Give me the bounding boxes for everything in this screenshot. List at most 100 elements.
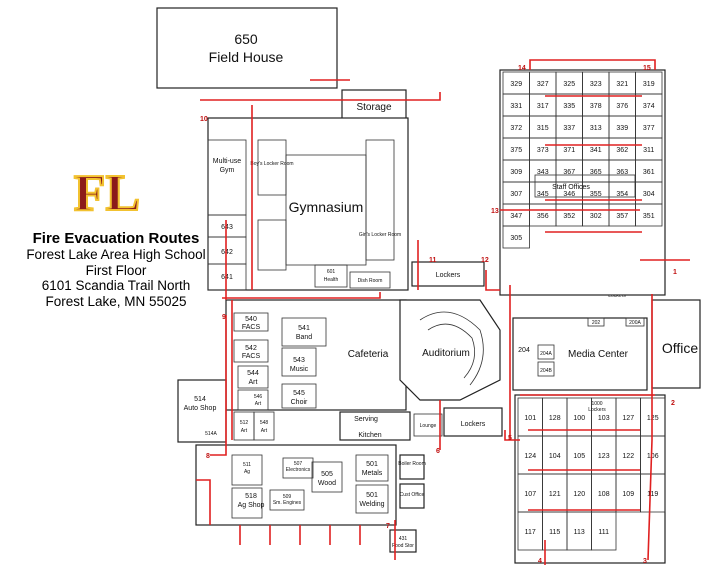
room-346-label: 346: [563, 191, 575, 198]
room-540-label: 540: [245, 316, 257, 323]
dish-room: [349, 271, 391, 289]
room-109-label: 109: [622, 491, 634, 498]
room-511-label: 511: [243, 462, 251, 468]
room-354-label: 354: [616, 191, 628, 198]
room-642-label: 642: [221, 249, 233, 256]
lockers-1000-label: Lockers: [588, 407, 606, 413]
cafeteria-label: Cafeteria: [348, 349, 389, 360]
room-123-label: 123: [598, 453, 610, 460]
multi-use-gym-label-1: Multi-use: [213, 158, 242, 165]
room-352-label: 352: [563, 213, 575, 220]
room-119: [640, 473, 666, 513]
facs-2-label: FACS: [242, 353, 261, 360]
auditorium-seating: [419, 311, 484, 386]
room-542-label: 542: [245, 345, 257, 352]
room-362-label: 362: [616, 147, 628, 154]
title-line-2: First Floor: [85, 262, 147, 278]
exit-markers: 1 2 3 4 5 6 7 8 9 10 11 12 13 14 15: [200, 65, 677, 565]
exit-14: 14: [518, 65, 526, 72]
room-544-label: 544: [247, 370, 259, 377]
dish-room-label: Dish Room: [358, 278, 383, 284]
storage-room: [341, 89, 407, 121]
room-106-label: 106: [647, 453, 659, 460]
room-511: [231, 454, 263, 486]
staff-offices: [534, 174, 636, 198]
room-501-welding: [355, 484, 389, 514]
exit-3: 3: [643, 558, 647, 565]
room-501a-label: 501: [366, 461, 378, 468]
title-line-3: 6101 Scandia Trail North: [41, 278, 191, 293]
room-302-label: 302: [590, 213, 602, 220]
room-101-label: 101: [524, 415, 536, 422]
room-204a: [537, 344, 555, 360]
room-200a-label: 200A: [629, 320, 641, 326]
music-label: Music: [290, 366, 309, 373]
exit-9: 9: [222, 314, 226, 321]
logo-letters: FL: [74, 165, 140, 220]
room-507-label: 507: [294, 461, 303, 467]
room-518: [231, 487, 263, 519]
lockers-2000-label: Lockers: [608, 293, 626, 299]
media-center: [512, 317, 648, 391]
field-house-label: Field House: [209, 49, 284, 65]
room-341-label: 341: [590, 147, 602, 154]
kitchen-label: Kitchen: [358, 432, 381, 439]
room-327-label: 327: [537, 81, 549, 88]
room-357-label: 357: [616, 213, 628, 220]
boys-locker-room-2: [257, 219, 287, 271]
room-541-label: 541: [298, 325, 310, 332]
room-505: [311, 461, 343, 493]
exit-6: 6: [436, 448, 440, 455]
room-518-label: 518: [245, 493, 257, 500]
room-501-metals: [355, 454, 389, 482]
room-127-label: 127: [622, 415, 634, 422]
boiler-room: [399, 454, 425, 480]
room-202: [587, 317, 605, 327]
wood-label: Wood: [318, 480, 336, 487]
room-113-label: 113: [574, 529, 585, 536]
room-325-label: 325: [563, 81, 575, 88]
room-345-label: 345: [537, 191, 549, 198]
media-center-label: Media Center: [568, 349, 629, 360]
room-514-label: 514: [194, 396, 206, 403]
room-107-label: 107: [524, 491, 536, 498]
exit-15: 15: [643, 65, 651, 72]
room-514a-label: 514A: [205, 431, 217, 437]
south-wing: [514, 394, 666, 564]
room-641-label: 641: [221, 274, 233, 281]
exit-12: 12: [481, 257, 489, 264]
room-1000-label: 1000: [591, 401, 602, 407]
welding-label: Welding: [359, 501, 384, 508]
room-501b-label: 501: [366, 492, 378, 499]
title-line-1: Forest Lake Area High School: [26, 247, 206, 262]
room-202-label: 202: [592, 320, 601, 326]
exit-13: 13: [491, 208, 499, 215]
room-335-label: 335: [563, 103, 575, 110]
room-372-label: 372: [510, 125, 522, 132]
room-124-label: 124: [524, 453, 536, 460]
room-512: [233, 411, 255, 441]
boiler-label: Boiler Room: [398, 461, 426, 467]
room-541: [281, 317, 327, 347]
room-431-label: 431: [399, 536, 408, 542]
room-204b: [537, 361, 555, 377]
room-311-label: 311: [643, 147, 654, 154]
room-509: [269, 489, 305, 511]
room-105-label: 105: [573, 453, 585, 460]
field-house-number: 650: [234, 31, 258, 47]
room-363-label: 363: [616, 169, 628, 176]
room-375-label: 375: [510, 147, 522, 154]
exit-10: 10: [200, 116, 208, 123]
boys-locker-label: Boy's Locker Room: [250, 161, 293, 167]
room-546: [237, 389, 269, 411]
room-540: [233, 312, 269, 332]
office-big-label: Office: [662, 340, 699, 356]
girls-locker-room: [365, 139, 395, 261]
facs-1-label: FACS: [242, 324, 261, 331]
cust-office-label: Cust Office: [400, 492, 425, 498]
gym-block: [207, 117, 409, 291]
room-121-label: 121: [549, 491, 561, 498]
room-204a-label: 204A: [540, 351, 552, 357]
food-storage: [389, 529, 417, 553]
